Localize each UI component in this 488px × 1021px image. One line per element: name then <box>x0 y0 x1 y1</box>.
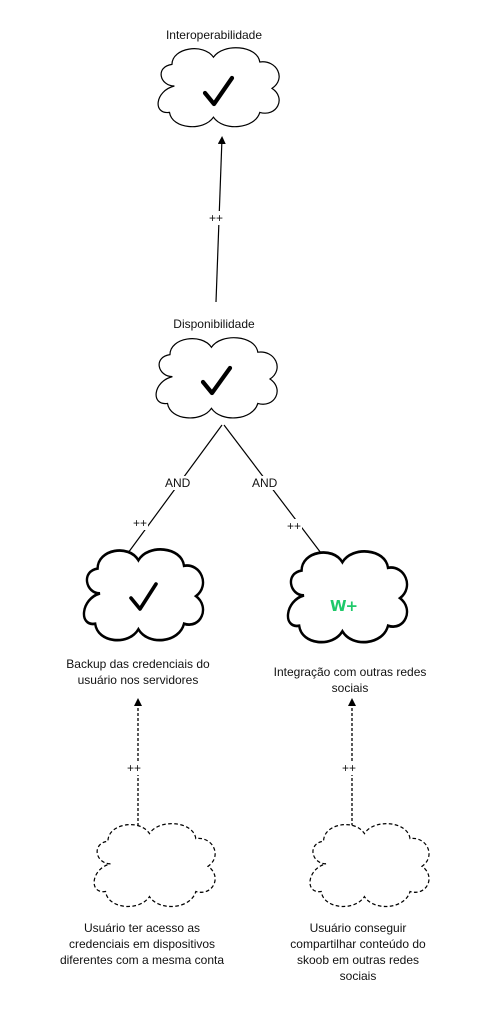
decomposition-label-backup: AND <box>164 476 192 490</box>
decomposition-label-integracao: AND <box>251 476 279 490</box>
weakly-satisfied-badge: W+ <box>330 597 358 615</box>
contribution-label-acesso-backup: ++ <box>126 761 143 775</box>
goal-label-disponibilidade: Disponibilidade <box>173 317 255 331</box>
goal-label-integracao: Integração com outras redes sociais <box>273 665 427 695</box>
goal-label-backup: Backup das credenciais do usuário nos se… <box>66 657 210 687</box>
goal-label-acesso: Usuário ter acesso as credenciais em dis… <box>59 921 225 967</box>
contribution-label-disp-inter: ++ <box>208 211 225 225</box>
goal-cloud-interoperabilidade[interactable] <box>157 47 280 128</box>
contribution-label-backup-disp: ++ <box>132 516 149 530</box>
contribution-label-compart-integ: ++ <box>341 761 358 775</box>
goal-label-compartilhar: Usuário conseguir compartilhar conteúdo … <box>290 921 426 983</box>
goal-cloud-backup[interactable] <box>82 548 205 642</box>
check-icon <box>200 365 233 396</box>
contribution-label-integ-disp: ++ <box>286 519 303 533</box>
goal-label-interoperabilidade: Interoperabilidade <box>165 28 263 42</box>
check-icon <box>202 75 235 107</box>
goal-cloud-compartilhar[interactable] <box>309 823 430 908</box>
link-integracao-to-disponibilidade <box>223 424 325 558</box>
goal-cloud-disponibilidade[interactable] <box>155 337 278 419</box>
goal-cloud-acesso[interactable] <box>93 823 216 908</box>
check-icon <box>129 582 158 611</box>
